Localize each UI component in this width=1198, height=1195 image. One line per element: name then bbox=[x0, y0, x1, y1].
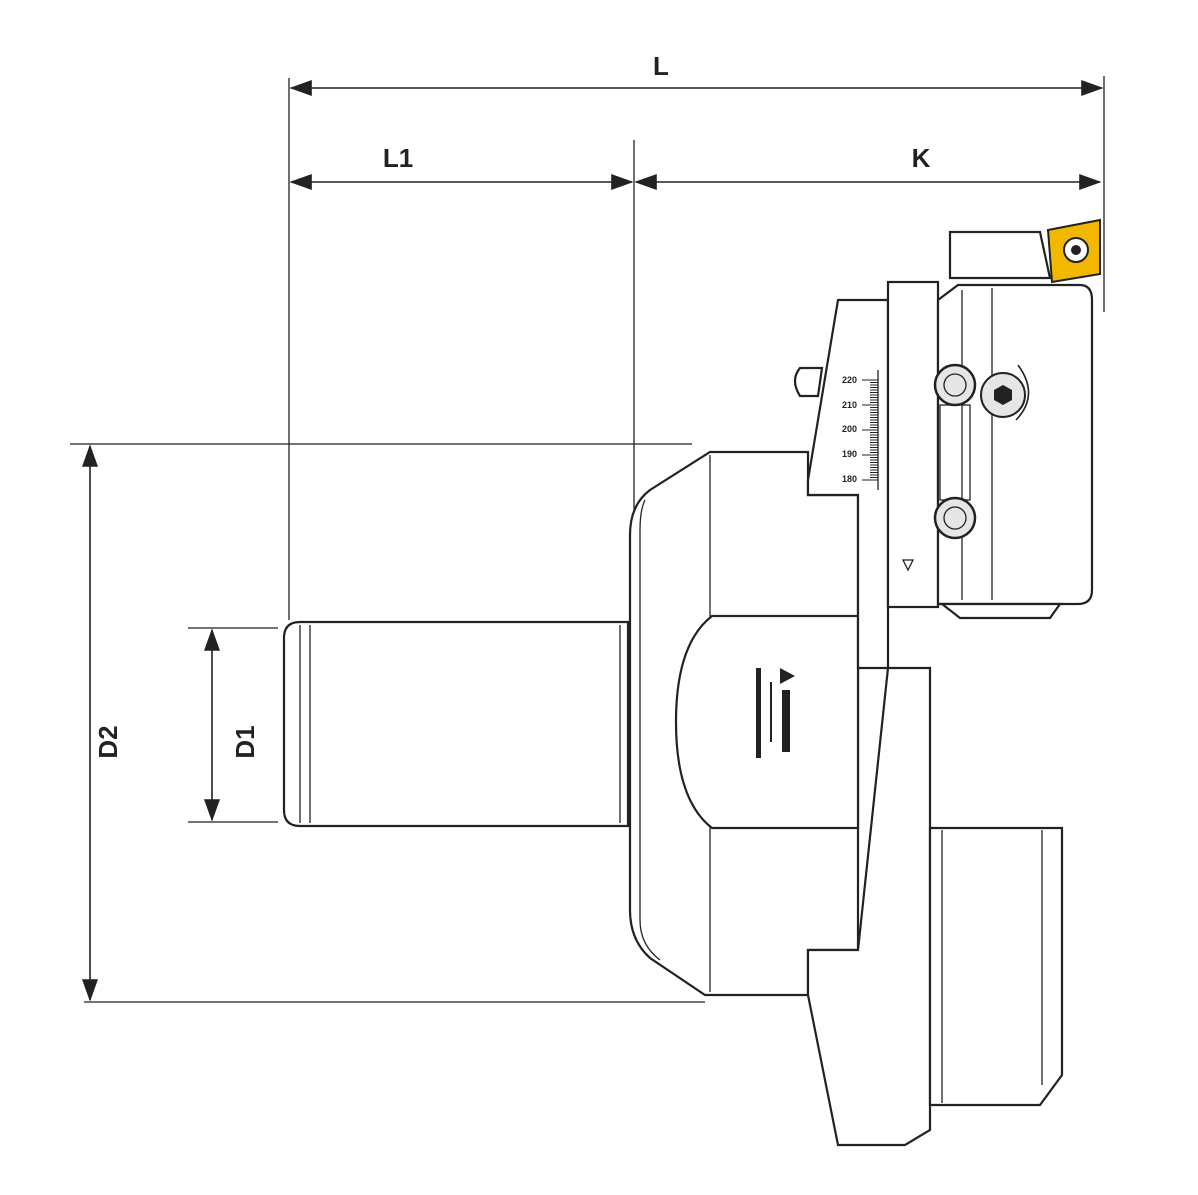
screw-icon bbox=[933, 496, 977, 540]
dim-K-label: K bbox=[912, 143, 931, 173]
scale-label: 200 bbox=[842, 424, 857, 434]
screw-icon bbox=[933, 363, 977, 407]
dim-D1-label: D1 bbox=[230, 725, 260, 758]
scale: 220 210 200 190 180 bbox=[842, 375, 878, 484]
scale-label: 180 bbox=[842, 474, 857, 484]
scale-label: 190 bbox=[842, 449, 857, 459]
scale-label: 210 bbox=[842, 400, 857, 410]
brand-logo bbox=[756, 668, 795, 758]
dim-L-label: L bbox=[653, 51, 669, 81]
rotate-arrow-icon bbox=[1015, 364, 1030, 421]
cartridge-head bbox=[886, 230, 1094, 620]
dim-L1-label: L1 bbox=[383, 143, 413, 173]
dimension-lines bbox=[82, 80, 1104, 1002]
insert bbox=[1046, 218, 1101, 284]
shank bbox=[282, 620, 630, 828]
lower-block bbox=[806, 666, 1064, 1147]
scale-label: 220 bbox=[842, 375, 857, 385]
dim-D2-label: D2 bbox=[93, 725, 123, 758]
screws bbox=[933, 363, 1030, 540]
flange-body bbox=[628, 450, 860, 997]
extension-lines bbox=[70, 76, 1105, 1003]
